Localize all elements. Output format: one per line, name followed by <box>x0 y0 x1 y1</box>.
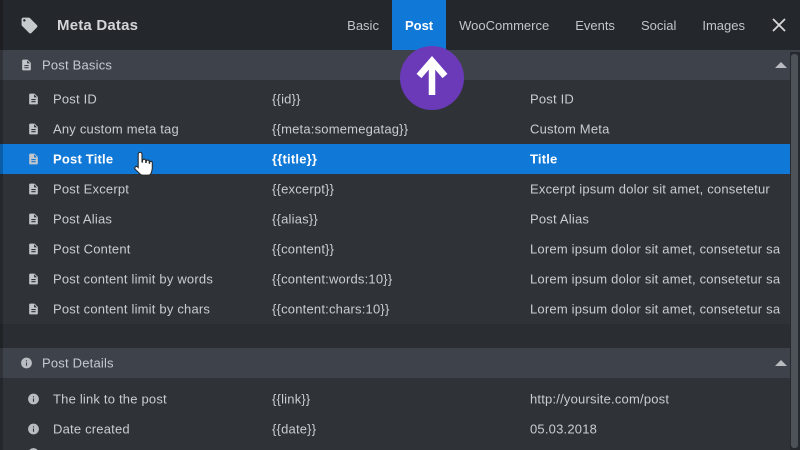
tag-icon <box>20 16 39 35</box>
document-icon <box>27 183 40 196</box>
info-icon <box>27 393 40 406</box>
arrow-up-badge <box>400 46 464 110</box>
row-example-value: Lorem ipsum dolor sit amet, consetetur s… <box>530 241 781 257</box>
row-template-tag: {{link}} <box>272 391 311 407</box>
section-title: Post Details <box>42 355 114 371</box>
section-header[interactable]: Post Basics <box>0 50 800 80</box>
table-row[interactable]: Post content limit by words {{content:wo… <box>0 264 800 294</box>
tab-social[interactable]: Social <box>640 17 677 33</box>
row-label: Any custom meta tag <box>53 121 179 137</box>
row-example-value: http://yoursite.com/post <box>530 391 670 407</box>
row-label: Post Title <box>53 151 114 167</box>
document-icon <box>27 243 40 256</box>
row-label: Post ID <box>53 91 98 107</box>
left-edge-shade <box>0 0 3 450</box>
row-template-tag: {{id}} <box>272 91 301 107</box>
document-icon <box>27 213 40 226</box>
row-label: Date created <box>53 421 130 437</box>
scrollbar-thumb[interactable] <box>791 54 798 448</box>
row-example-value: Lorem ipsum dolor sit amet, consetetur s… <box>530 271 781 287</box>
sections-list: Post Basics Post ID {{id}} Post ID Any c… <box>0 50 800 444</box>
document-icon <box>27 93 40 106</box>
tab-bar: Basic Post WooCommerce Events Social Images <box>334 0 758 50</box>
row-template-tag: {{meta:somemegatag}} <box>272 121 409 137</box>
document-icon <box>20 59 33 72</box>
tab-woocommerce[interactable]: WooCommerce <box>459 17 550 33</box>
row-label: The link to the post <box>53 391 167 407</box>
dialog-title: Meta Datas <box>57 16 139 34</box>
scrollbar[interactable] <box>790 52 800 450</box>
table-row[interactable]: Date created {{date}} 05.03.2018 <box>0 414 800 444</box>
row-template-tag: {{content:words:10}} <box>272 271 393 287</box>
row-label: Post Content <box>53 241 131 257</box>
row-template-tag: {{content}} <box>272 241 335 257</box>
table-row[interactable]: Post content limit by chars {{content:ch… <box>0 294 800 324</box>
row-template-tag: {{date}} <box>272 421 317 437</box>
content: Post Basics Post ID {{id}} Post ID Any c… <box>0 50 800 450</box>
row-label: Post content limit by chars <box>53 301 211 317</box>
row-template-tag: {{title}} <box>272 151 318 167</box>
table-row[interactable]: Any custom meta tag {{meta:somemegatag}}… <box>0 114 800 144</box>
row-template-tag: {{excerpt}} <box>272 181 335 197</box>
section-header[interactable]: Post Details <box>0 348 800 378</box>
row-label: Post Excerpt <box>53 181 130 197</box>
table-row[interactable]: Post ID {{id}} Post ID <box>0 84 800 114</box>
tab-post[interactable]: Post <box>391 0 447 50</box>
row-example-value: Lorem ipsum dolor sit amet, consetetur s… <box>530 301 781 317</box>
row-label: Post content limit by words <box>53 271 214 287</box>
row-example-value: 05.03.2018 <box>530 421 598 437</box>
collapse-arrow-icon[interactable] <box>775 62 787 68</box>
table-row[interactable]: The link to the post {{link}} http://you… <box>0 384 800 414</box>
document-icon <box>27 123 40 136</box>
section-title: Post Basics <box>42 57 113 73</box>
info-icon <box>27 423 40 436</box>
document-icon <box>27 153 40 166</box>
row-example-value: Custom Meta <box>530 121 610 137</box>
section: Post Details The link to the post {{link… <box>0 348 800 444</box>
tab-basic[interactable]: Basic <box>347 17 379 33</box>
info-icon <box>20 357 33 370</box>
close-button[interactable] <box>758 0 800 50</box>
cursor-pointer-icon <box>131 151 153 184</box>
row-example-value: Title <box>530 151 558 167</box>
tab-events[interactable]: Events <box>575 17 615 33</box>
table-row[interactable]: Post Excerpt {{excerpt}} Excerpt ipsum d… <box>0 174 800 204</box>
row-label: Post Alias <box>53 211 113 227</box>
row-template-tag: {{content:chars:10}} <box>272 301 390 317</box>
row-example-value: Excerpt ipsum dolor sit amet, consetetur <box>530 181 770 197</box>
up-arrow-icon <box>416 56 448 95</box>
row-example-value: Post Alias <box>530 211 590 227</box>
row-example-value: Post ID <box>530 91 575 107</box>
document-icon <box>27 273 40 286</box>
table-row[interactable]: Post Content {{content}} Lorem ipsum dol… <box>0 234 800 264</box>
close-icon <box>770 16 788 34</box>
row-template-tag: {{alias}} <box>272 211 318 227</box>
section: Post Basics Post ID {{id}} Post ID Any c… <box>0 50 800 324</box>
table-row[interactable]: Post Title {{title}} Title <box>0 144 800 174</box>
titlebar: Meta Datas Basic Post WooCommerce Events Soc… <box>0 0 800 50</box>
partial-next-row <box>0 444 800 450</box>
tab-images[interactable]: Images <box>702 17 745 33</box>
section-rows: The link to the post {{link}} http://you… <box>0 378 800 444</box>
section-rows: Post ID {{id}} Post ID Any custom meta t… <box>0 80 800 324</box>
document-icon <box>27 303 40 316</box>
collapse-arrow-icon[interactable] <box>775 360 787 366</box>
table-row[interactable]: Post Alias {{alias}} Post Alias <box>0 204 800 234</box>
